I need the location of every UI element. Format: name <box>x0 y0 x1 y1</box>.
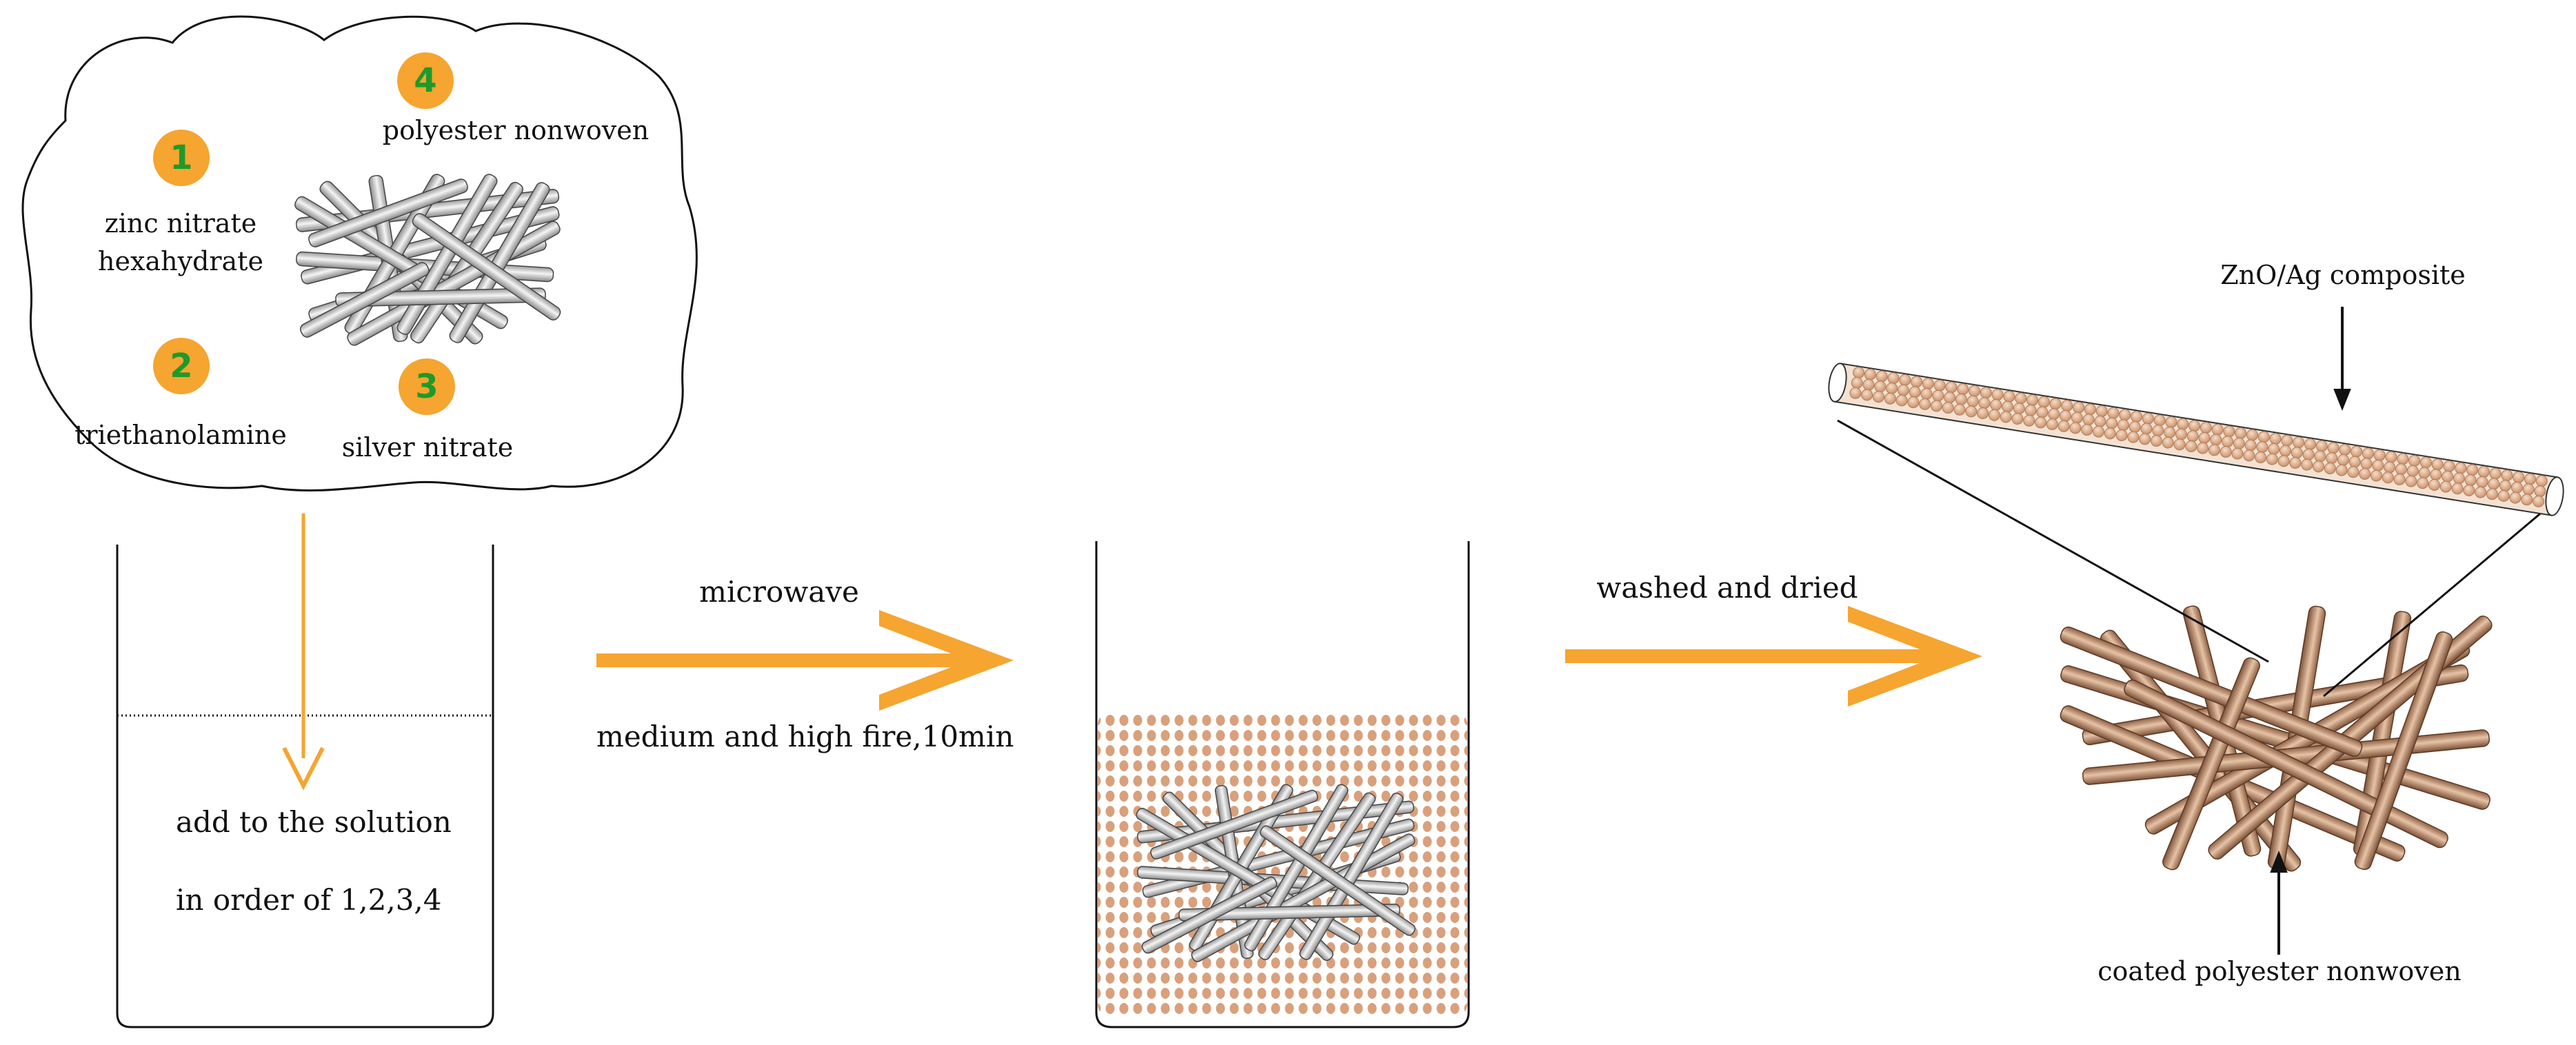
ingredients-cloud-outline <box>21 15 698 491</box>
zoom-line-left <box>1837 419 2269 663</box>
beaker-middle <box>1095 541 1470 1028</box>
step-badge-2: 2 <box>153 338 210 394</box>
polyester-nonwoven-fiber-icon <box>294 174 561 346</box>
ingredient-3-label: silver nitrate <box>341 432 514 463</box>
fiber-mesh-in-solution-icon <box>1136 784 1416 962</box>
microwave-condition-label: medium and high fire,10min <box>596 720 1014 753</box>
microwave-arrow <box>596 610 1014 711</box>
step-badge-4: 4 <box>397 52 454 109</box>
zoom-line-right <box>2323 498 2557 698</box>
microwave-label: microwave <box>699 575 859 609</box>
ingredient-1-label-line2: hexahydrate <box>98 246 263 276</box>
instruction-line2: in order of 1,2,3,4 <box>176 883 442 917</box>
composite-label: ZnO/Ag composite <box>2220 260 2466 290</box>
coated-nonwoven-fiber-icon <box>2060 605 2493 872</box>
zno-ag-coated-fiber-tube-icon <box>1828 363 2564 516</box>
coated-nonwoven-label: coated polyester nonwoven <box>2097 956 2462 986</box>
wash-dry-arrow <box>1565 606 1982 707</box>
ingredient-2-label: triethanolamine <box>74 420 287 450</box>
add-arrow-head <box>282 747 325 791</box>
particle-solution <box>1098 714 1467 1015</box>
ingredient-1-label-line1: zinc nitrate <box>104 208 257 239</box>
step-badge-1: 1 <box>153 130 210 186</box>
instruction-line1: add to the solution <box>176 805 452 839</box>
wash-dry-label: washed and dried <box>1596 571 1858 605</box>
ingredient-4-label: polyester nonwoven <box>382 115 650 145</box>
beaker-left <box>116 545 494 1028</box>
step-badge-3: 3 <box>399 358 455 415</box>
